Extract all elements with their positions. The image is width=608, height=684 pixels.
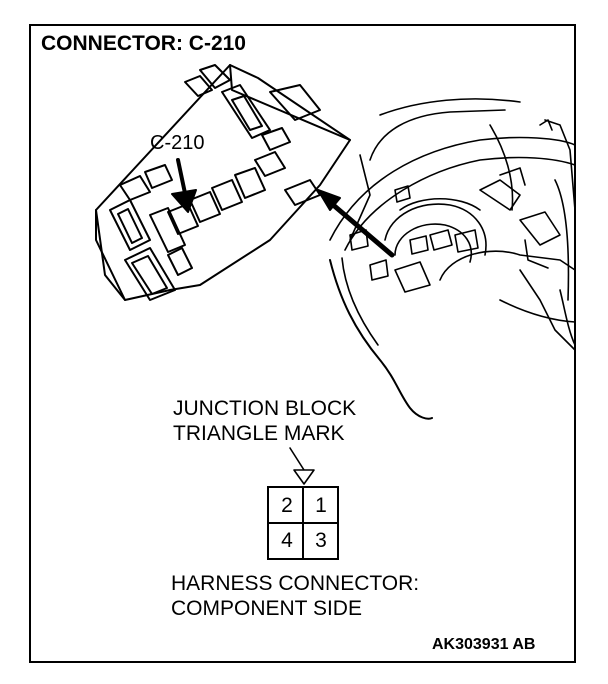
junction-block-label-line-2: TRIANGLE MARK	[173, 422, 345, 445]
connector-callout-label: C-210	[150, 132, 205, 154]
harness-label-line-1: HARNESS CONNECTOR:	[171, 572, 420, 595]
harness-label-line-2: COMPONENT SIDE	[171, 597, 362, 620]
location-arrow	[317, 189, 395, 258]
junction-block-illustration	[95, 64, 351, 301]
diagram-title: CONNECTOR: C-210	[41, 32, 246, 55]
connector-pin-layout: 2 1 4 3	[267, 486, 339, 560]
pin-2: 2	[281, 494, 293, 517]
callout-arrow	[171, 158, 197, 213]
pin-3: 3	[315, 529, 327, 552]
pin-1: 1	[315, 494, 327, 517]
dashboard-illustration	[329, 98, 576, 420]
pin-4: 4	[281, 529, 293, 552]
figure-code: AK303931 AB	[432, 636, 536, 653]
junction-block-label-line-1: JUNCTION BLOCK	[173, 397, 357, 420]
triangle-mark-pointer	[289, 447, 315, 485]
